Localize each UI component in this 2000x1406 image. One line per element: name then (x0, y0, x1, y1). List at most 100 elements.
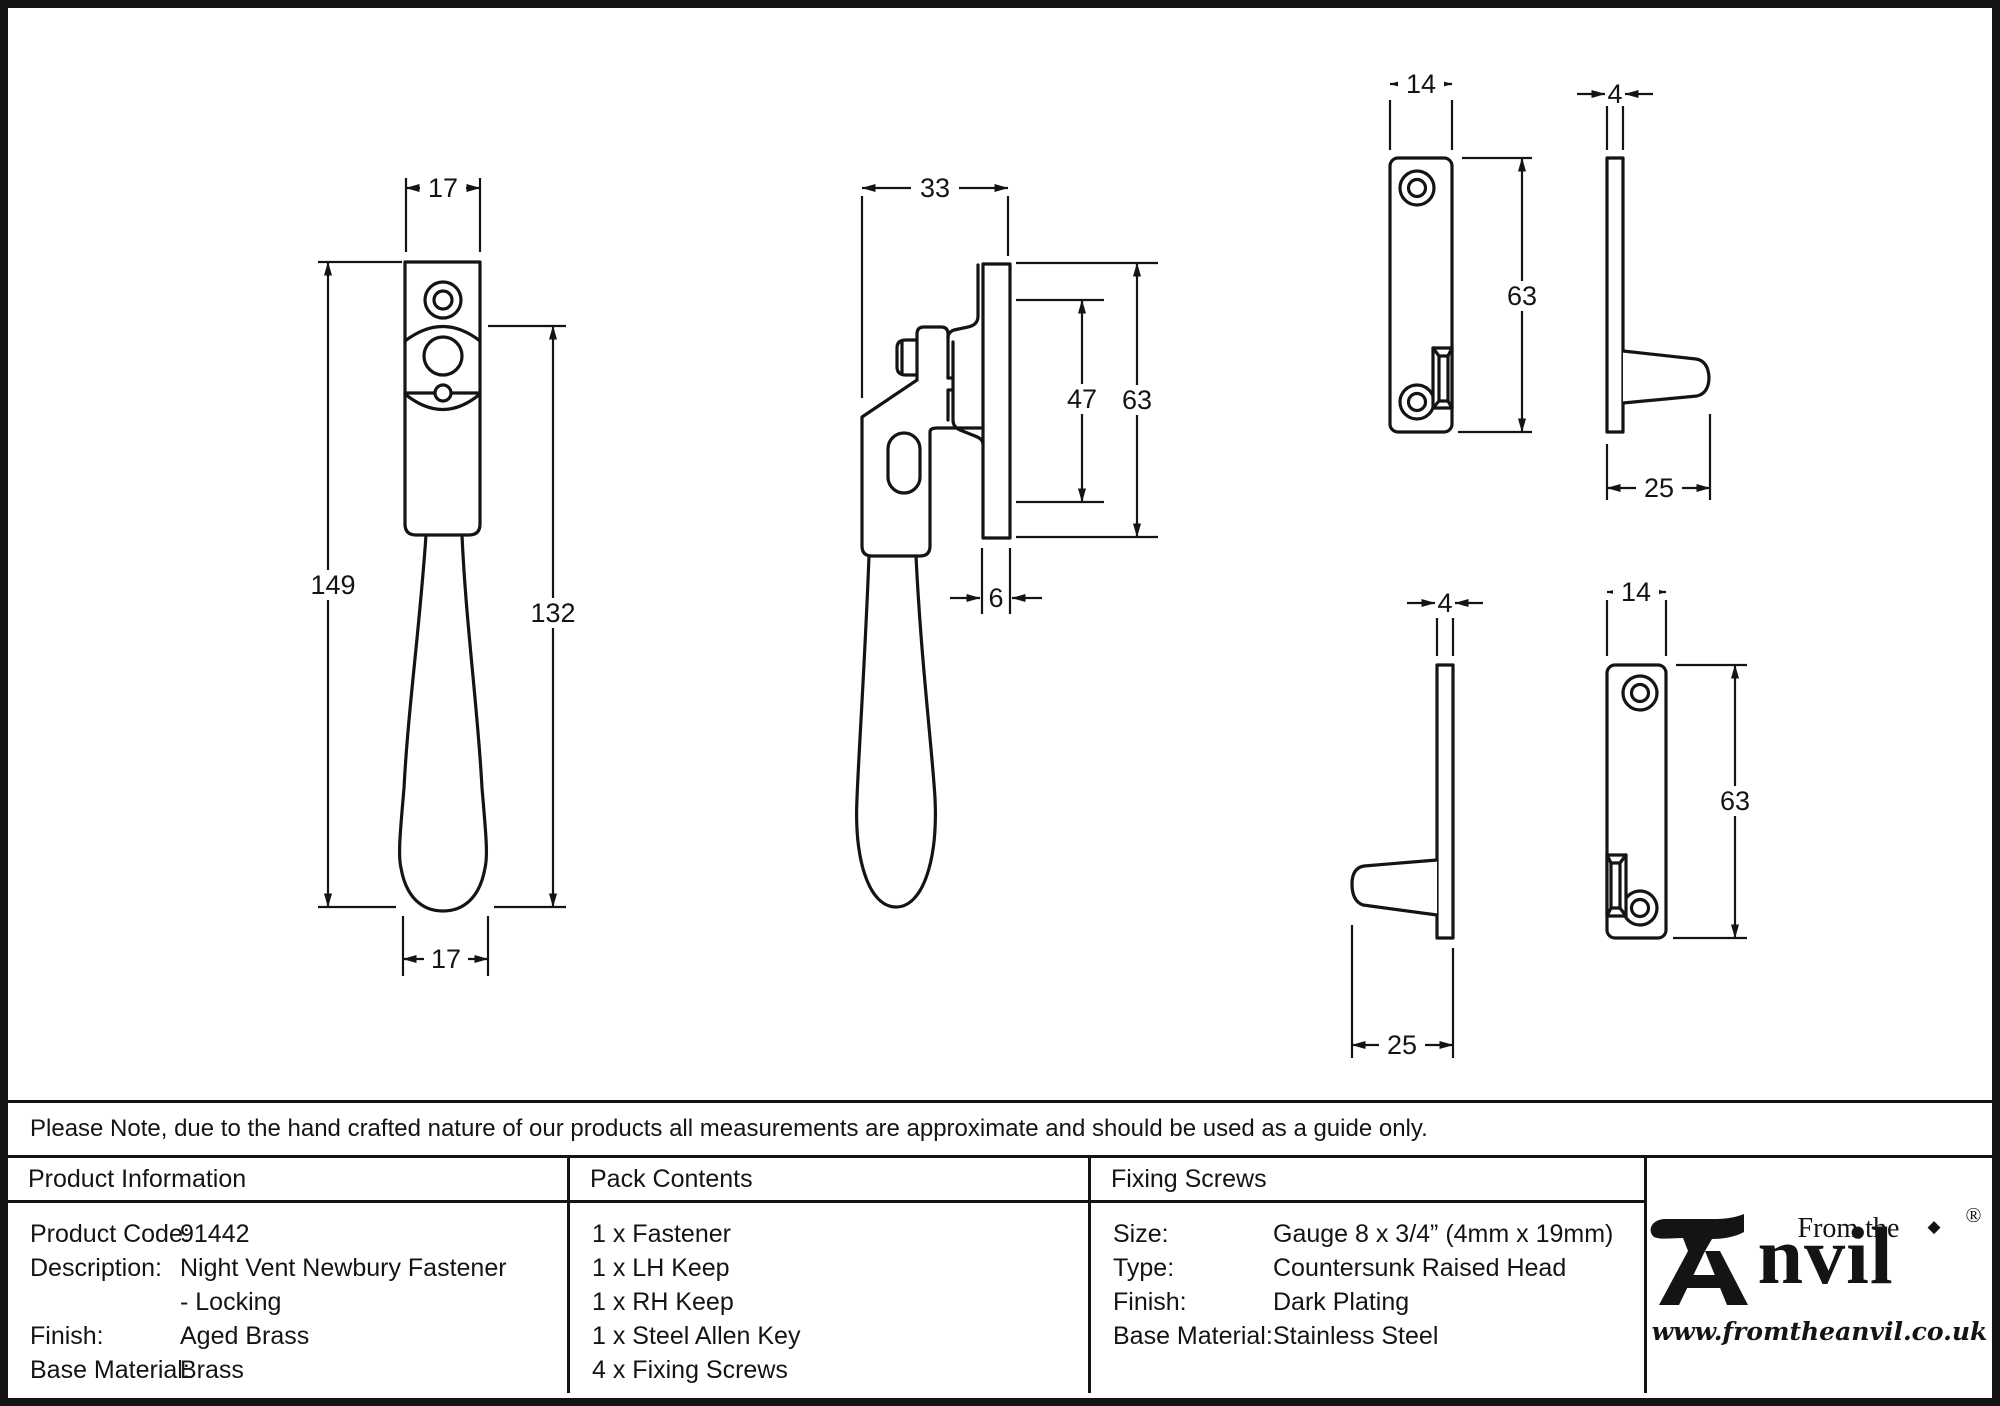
field-label: Base Material: (30, 1356, 190, 1384)
registered-trademark-icon: ® (1965, 1203, 1982, 1227)
catch-block (1431, 346, 1454, 410)
handle-side (855, 554, 937, 909)
field-value: Gauge 8 x 3/4” (4mm x 19mm) (1273, 1220, 1614, 1248)
diamond-icon: ◆ (1927, 1217, 1941, 1236)
dim-label-rh-height: 63 (1720, 786, 1750, 816)
arm-top (915, 325, 950, 382)
lock-cylinder (422, 335, 464, 377)
boss-upper-arc (403, 324, 482, 343)
field-label (30, 1285, 180, 1319)
dim-label-rh-depth: 25 (1387, 1030, 1417, 1060)
fastener-front-view (397, 260, 489, 913)
fastener-side-dimensions: 33 47 63 6 (860, 173, 1161, 614)
field-value: Dark Plating (1273, 1288, 1410, 1316)
keep-plate-edge (1435, 663, 1455, 940)
pack-item: 1 x Fastener (592, 1220, 731, 1248)
keep-plate-side (981, 262, 1012, 540)
screw-hole-inner (432, 289, 454, 311)
keep-lh-front-view (1388, 156, 1454, 434)
field-label: Finish: (30, 1322, 104, 1350)
keep-plate-edge (1605, 156, 1625, 434)
keep-plate (1605, 663, 1668, 940)
pack-item: 1 x LH Keep (592, 1254, 730, 1282)
dim-label-front-width-top: 17 (428, 173, 458, 203)
field-label: Type: (1113, 1254, 1175, 1282)
keep-lh-front-dimensions: 14 63 (1388, 69, 1545, 434)
logo-name-text: nvil (1757, 1210, 1894, 1301)
keep-lh-side-dimensions: 4 25 (1577, 79, 1712, 503)
screw-hole-inner (1406, 177, 1428, 199)
info-table: Product Information Pack Contents Fixing… (8, 1158, 1992, 1398)
dim-label-lh-depth: 25 (1644, 473, 1674, 503)
field-label: Finish: (1113, 1288, 1187, 1316)
field-value: Stainless Steel (1273, 1322, 1439, 1350)
lock-button (895, 338, 919, 377)
keep-lh-side-view (1605, 156, 1711, 434)
screw-hole-inner (1406, 391, 1428, 413)
logo-url: www.fromtheanvil.co.uk (1651, 1317, 1988, 1346)
keep-rh-side-view (1350, 663, 1455, 940)
anvil-icon (1650, 1214, 1748, 1305)
fastener-body (403, 260, 482, 537)
keep-rh-front-view (1605, 663, 1668, 940)
pack-contents-header: Pack Contents (570, 1158, 1091, 1203)
pack-contents-body: 1 x Fastener 1 x LH Keep 1 x RH Keep 1 x… (570, 1203, 1091, 1393)
field-value: Brass (180, 1356, 244, 1384)
measurement-note: Please Note, due to the hand crafted nat… (8, 1100, 1992, 1158)
hinge-ticks (946, 376, 955, 422)
technical-drawing: 17 149 132 17 (303, 69, 1758, 1060)
screw-hole (1398, 383, 1436, 421)
dim-label-front-width-bottom: 17 (431, 944, 461, 974)
product-information-body: Product Code: 91442 Description: Night V… (8, 1203, 570, 1393)
wedge (1350, 858, 1439, 917)
brand-logo-cell: nvil From the ◆ ® www.fromtheanvil.co.uk (1647, 1158, 1992, 1398)
boss-lower-arc (403, 392, 482, 412)
field-value: - Locking (180, 1288, 282, 1316)
field-label: Size: (1113, 1220, 1169, 1248)
handle-front (397, 533, 489, 913)
screw-hole (1621, 889, 1659, 927)
flange-edge (946, 263, 980, 340)
keep-rh-front-dimensions: 14 63 (1605, 577, 1758, 940)
dim-label-lh-thickness: 4 (1607, 79, 1622, 109)
field-value: Aged Brass (180, 1322, 310, 1350)
dim-label-lh-width: 14 (1406, 69, 1436, 99)
wedge (1621, 349, 1711, 405)
field-value: Countersunk Raised Head (1273, 1254, 1567, 1282)
slot-oval (886, 431, 922, 495)
field-label: Product Code: (30, 1220, 190, 1248)
dim-label-side-width: 33 (920, 173, 950, 203)
keep-rh-side-dimensions: 4 25 (1350, 588, 1483, 1060)
field-value: Night Vent Newbury Fastener (180, 1254, 507, 1282)
from-the-anvil-logo: nvil From the ◆ ® www.fromtheanvil.co.uk (1650, 1197, 1990, 1359)
dim-label-side-keep-inner: 47 (1067, 384, 1097, 414)
dim-label-rh-width: 14 (1621, 577, 1651, 607)
keep-plate (1388, 156, 1454, 434)
dim-label-side-plate-thickness: 6 (988, 583, 1003, 613)
catch-block (1605, 853, 1628, 918)
dim-label-front-height-overall: 149 (310, 570, 355, 600)
screw-hole (1398, 169, 1436, 207)
fixing-screws-header: Fixing Screws (1091, 1158, 1647, 1203)
field-value: 91442 (180, 1220, 250, 1248)
strip-inner (951, 340, 985, 446)
screw-hole-inner (1629, 897, 1651, 919)
lock-pin (433, 383, 453, 403)
dim-label-front-height-handle: 132 (530, 598, 575, 628)
field-label: Description: (30, 1254, 162, 1282)
fastener-front-dimensions: 17 149 132 17 (303, 173, 583, 976)
dim-label-rh-thickness: 4 (1437, 588, 1452, 618)
screw-hole (423, 280, 463, 320)
dim-label-lh-height: 63 (1507, 281, 1537, 311)
screw-hole-inner (1629, 682, 1651, 704)
fixing-screws-body: Size: Gauge 8 x 3/4” (4mm x 19mm) Type: … (1091, 1203, 1647, 1393)
field-label: Base Material: (1113, 1322, 1273, 1350)
pack-item: 1 x Steel Allen Key (592, 1322, 801, 1350)
pack-item: 4 x Fixing Screws (592, 1356, 788, 1384)
fastener-body-side (860, 378, 985, 558)
pack-item: 1 x RH Keep (592, 1288, 734, 1316)
product-information-header: Product Information (8, 1158, 570, 1203)
logo-tagline: From the (1797, 1213, 1900, 1244)
dim-label-side-keep-height: 63 (1122, 385, 1152, 415)
